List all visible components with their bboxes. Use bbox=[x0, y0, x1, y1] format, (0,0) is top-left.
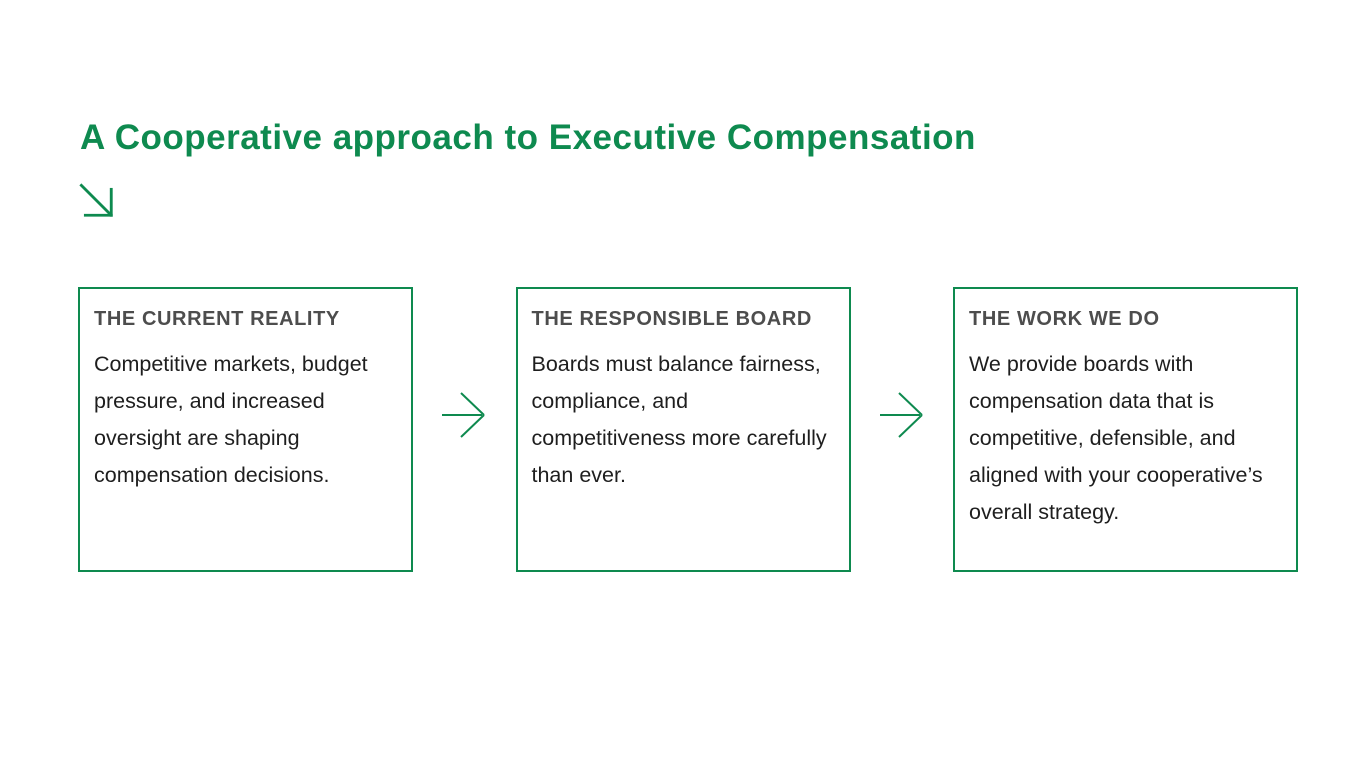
card-heading: THE WORK WE DO bbox=[969, 308, 1160, 330]
arrow-down-right-icon bbox=[79, 183, 113, 217]
card-responsible-board: THE RESPONSIBLE BOARD Boards must balanc… bbox=[515, 287, 851, 572]
arrow-right-icon bbox=[879, 391, 923, 438]
card-work-we-do: THE WORK WE DO We provide boards with co… bbox=[953, 287, 1298, 572]
card-heading: THE RESPONSIBLE BOARD bbox=[531, 308, 812, 330]
arrow-right-icon bbox=[442, 391, 485, 438]
flow-arrow-cell bbox=[851, 287, 954, 572]
card-body-text: Competitive markets, budget pressure, an… bbox=[94, 352, 368, 487]
card-current-reality: THE CURRENT REALITY Competitive markets,… bbox=[78, 287, 413, 572]
card-heading: THE CURRENT REALITY bbox=[94, 308, 340, 330]
page-title: A Cooperative approach to Executive Comp… bbox=[80, 118, 976, 157]
card-body-text: Boards must balance fairness, compliance… bbox=[531, 352, 827, 487]
card-body-text: We provide boards with compensation data… bbox=[969, 352, 1263, 524]
process-cards-row: THE CURRENT REALITY Competitive markets,… bbox=[78, 287, 1298, 572]
flow-arrow-cell bbox=[413, 287, 516, 572]
